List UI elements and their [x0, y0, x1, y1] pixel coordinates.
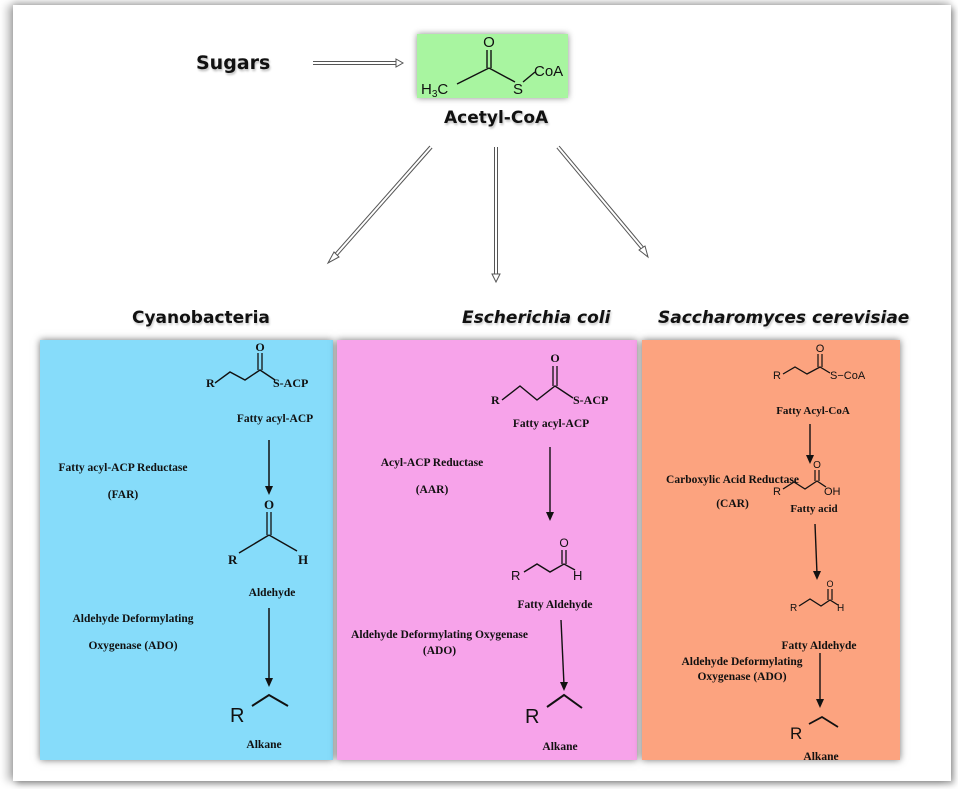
aldehyde-label: Aldehyde [249, 587, 296, 599]
oxygen-atom: O [483, 34, 495, 51]
aldehyde-structure: O R H [228, 497, 308, 567]
svg-text:R: R [525, 706, 539, 728]
svg-text:R: R [773, 370, 781, 382]
svg-text:OH: OH [824, 486, 841, 498]
cyanobacteria-pathway: O R S-ACP Fatty acyl-ACP O R H Aldehyde … [206, 340, 313, 751]
fatty-aldehyde-structure: O R H [790, 579, 844, 614]
svg-text:R: R [228, 552, 238, 567]
enzyme-ado-line1: Aldehyde Deformylating Oxygenase [351, 629, 528, 641]
ecoli-panel: O R S-ACP Fatty acyl-ACP O R H Fatty Ald… [337, 340, 637, 760]
alkane-structure: R [230, 693, 289, 727]
alkane-structure: R [525, 693, 583, 728]
svg-text:R: R [230, 705, 244, 727]
fatty-acyl-acp-label: Fatty acyl-ACP [513, 418, 589, 430]
svg-text:R: R [206, 376, 215, 390]
alkane-label: Alkane [803, 751, 838, 763]
arrow-to-yeast [556, 145, 649, 259]
enzyme-ado-line1: Aldehyde Deformylating [681, 656, 803, 668]
enzyme-car-line2: (CAR) [716, 498, 749, 510]
fatty-acyl-acp-label: Fatty acyl-ACP [237, 413, 313, 425]
enzyme-ado-line2: Oxygenase (ADO) [88, 640, 178, 652]
svg-text:S−CoA: S−CoA [830, 370, 866, 382]
enzyme-ado-line2: (ADO) [422, 645, 457, 657]
reaction-arrow [813, 523, 821, 580]
svg-text:O: O [264, 497, 274, 512]
fatty-aldehyde-label: Fatty Aldehyde [517, 599, 592, 611]
coa-group: CoA [534, 63, 563, 80]
cyanobacteria-title: Cyanobacteria [132, 308, 270, 328]
fatty-acyl-coa-label: Fatty Acyl-CoA [776, 405, 850, 417]
sugars-to-acetyl-arrow [313, 58, 405, 68]
svg-text:O: O [826, 579, 833, 589]
svg-text:H: H [573, 568, 582, 583]
svg-text:R: R [790, 603, 797, 614]
enzyme-car-line1: Carboxylic Acid Reductase [666, 474, 799, 486]
enzyme-aar-line2: (AAR) [415, 484, 449, 496]
svg-text:R: R [491, 393, 500, 407]
svg-text:S-ACP: S-ACP [273, 376, 308, 390]
fatty-acyl-acp-structure: O R S-ACP [206, 340, 308, 390]
fatty-acyl-coa-structure: O R S−CoA [773, 343, 866, 382]
svg-text:O: O [255, 340, 264, 354]
enzyme-ado-line1: Aldehyde Deformylating [72, 613, 194, 625]
svg-text:R: R [790, 724, 802, 743]
svg-text:O: O [816, 343, 825, 355]
alkane-label: Alkane [542, 741, 577, 753]
yeast-panel: O R S−CoA Fatty Acyl-CoA O R OH Fatty ac… [642, 340, 900, 763]
methyl-group: H3C [421, 81, 448, 100]
reaction-arrow [806, 424, 814, 464]
fatty-acid-structure: O R OH [773, 460, 841, 498]
enzyme-aar-line1: Acyl-ACP Reductase [380, 457, 484, 469]
fatty-acid-label: Fatty acid [790, 503, 837, 515]
svg-text:O: O [559, 536, 568, 550]
fatty-aldehyde-structure: O R H [511, 536, 582, 583]
ecoli-title: Escherichia coli [462, 308, 611, 328]
reaction-arrow [265, 608, 273, 687]
enzyme-far-line2: (FAR) [107, 489, 139, 501]
svg-text:O: O [550, 351, 559, 365]
ecoli-pathway: O R S-ACP Fatty acyl-ACP O R H Fatty Ald… [491, 351, 608, 753]
enzyme-far-line1: Fatty acyl-ACP Reductase [58, 462, 188, 474]
arrow-to-cyanobacteria [326, 145, 433, 265]
alkane-structure: R [790, 715, 839, 743]
sulfur-atom: S [513, 81, 523, 98]
svg-text:R: R [511, 568, 520, 583]
yeast-title: Saccharomyces cerevisiae [658, 308, 910, 328]
acetyl-coa-structure-box: O H3C S CoA [417, 34, 568, 100]
svg-text:H: H [298, 552, 308, 567]
svg-text:R: R [773, 486, 781, 498]
acetyl-coa-structure: O H3C S CoA [421, 34, 563, 100]
svg-text:S-ACP: S-ACP [573, 393, 608, 407]
acetyl-coa-label: Acetyl-CoA [444, 108, 549, 128]
reaction-arrow [265, 440, 273, 495]
reaction-arrow [560, 619, 568, 691]
reaction-arrow [816, 653, 824, 708]
arrow-to-ecoli [491, 147, 501, 284]
fatty-aldehyde-label: Fatty Aldehyde [781, 640, 856, 652]
enzyme-ado-line2: Oxygenase (ADO) [697, 671, 787, 683]
svg-text:O: O [813, 460, 821, 471]
cyanobacteria-panel: O R S-ACP Fatty acyl-ACP O R H Aldehyde … [40, 340, 333, 760]
svg-text:H: H [837, 603, 844, 614]
reaction-arrow [546, 447, 554, 521]
alkane-label: Alkane [246, 739, 281, 751]
fatty-acyl-acp-structure: O R S-ACP [491, 351, 608, 407]
sugars-label: Sugars [196, 52, 271, 74]
yeast-pathway: O R S−CoA Fatty Acyl-CoA O R OH Fatty ac… [773, 343, 866, 763]
